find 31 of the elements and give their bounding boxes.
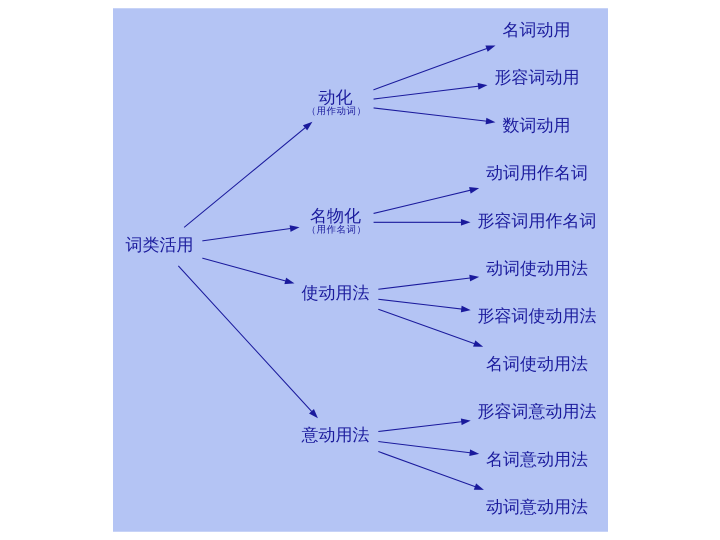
node-text: 形容词动用 (494, 67, 580, 88)
arrow (372, 187, 479, 214)
arrow (378, 418, 470, 432)
node-text: 形容词使动用法 (477, 306, 596, 326)
node-text: 使动用法 (301, 282, 370, 302)
arrow (373, 218, 470, 226)
node-text: 名词意动用法 (486, 448, 588, 469)
node-text: 动词用作名词 (486, 162, 588, 183)
node-text: 词类活用 (125, 234, 194, 255)
arrow (202, 225, 300, 242)
node-text: 形容词用作名词 (477, 210, 596, 230)
arrow (202, 258, 294, 284)
node-text: 名物化 （用作名词） (306, 206, 366, 236)
node-text: 动词意动用法 (486, 496, 588, 517)
arrow (177, 266, 318, 418)
arrow (372, 45, 496, 90)
node-text: 名词使动用法 (486, 353, 588, 374)
node-text: 意动用法 (301, 424, 370, 444)
arrow (183, 122, 312, 228)
arrow (373, 82, 488, 100)
node-text: 形容词意动用法 (477, 401, 596, 422)
arrow (378, 298, 470, 312)
node-text: 动化 （用作动词） (306, 86, 366, 117)
node-text: 数词动用 (502, 114, 570, 135)
arrow (378, 441, 479, 456)
arrow (378, 451, 484, 490)
arrow (378, 308, 483, 347)
node-text: 名词动用 (502, 20, 570, 40)
arrow (378, 274, 479, 290)
arrow (373, 107, 495, 124)
node-text: 动词使动用法 (486, 258, 588, 278)
